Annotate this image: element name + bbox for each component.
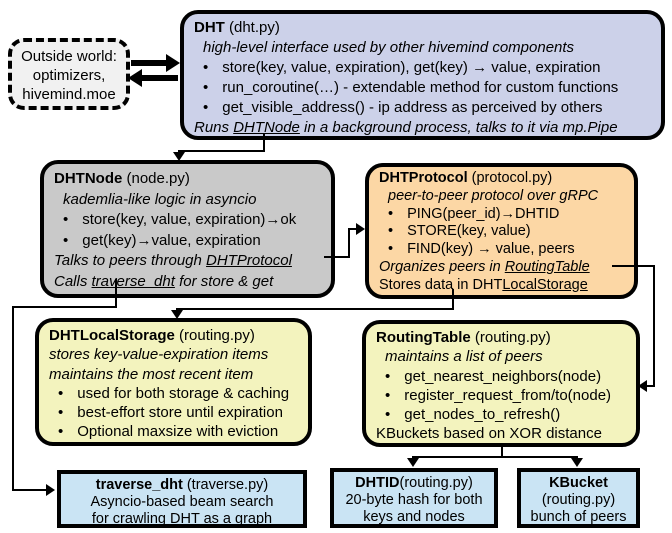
dhtprotocol-subtitle: peer-to-peer protocol over gRPC (388, 187, 599, 204)
routingtable-title: RoutingTable (routing.py) (376, 329, 551, 346)
dhtprotocol-note-2: Stores data in DHTLocalStorage (379, 276, 588, 293)
kbucket-line2: (routing.py) (541, 491, 616, 508)
dhtlocalstorage-subtitle-1: stores key-value-expiration items (49, 346, 269, 364)
traverse-dht-box: traverse_dht (traverse.py) Asyncio-based… (57, 470, 307, 528)
dhtprotocol-note-1: Organizes peers in RoutingTable (379, 258, 590, 275)
dhtid-line2: 20-byte hash for both (345, 491, 483, 508)
arrowhead-routingtable-to-dhtid (407, 458, 419, 467)
dht-bullet-2: run_coroutine(…) - extendable method for… (194, 78, 651, 98)
outside-world-box: Outside world: optimizers, hivemind.moe (8, 38, 130, 110)
dht-box: DHT (dht.py) high-level interface used b… (180, 10, 665, 140)
routingtable-bullet-1: get_nearest_neighbors(node) (376, 367, 626, 386)
dht-footer: Runs DHTNode in a background process, ta… (194, 119, 618, 136)
dhtid-box: DHTID(routing.py) 20-byte hash for both … (330, 468, 498, 528)
dhtlocalstorage-box: DHTLocalStorage (routing.py) stores key-… (35, 318, 312, 446)
routingtable-box: RoutingTable (routing.py) maintains a li… (362, 320, 640, 447)
outside-world-line2: optimizers, (32, 67, 106, 84)
outside-world-line1: Outside world: (21, 48, 117, 65)
dhtlocalstorage-bullet-2: best-effort store until expiration (49, 403, 298, 422)
routingtable-footer: KBuckets based on XOR distance (376, 425, 602, 443)
routingtable-bullet-3: get_nodes_to_refresh() (376, 405, 626, 424)
arrowhead-dht-to-dhtnode (173, 152, 185, 161)
dhtlocalstorage-bullet-3: Optional maxsize with eviction (49, 422, 298, 441)
dhtnode-subtitle: kademlia-like logic in asyncio (63, 190, 257, 208)
dhtprotocol-bullet-3: FIND(key) → value, peers (379, 241, 624, 259)
dht-bullet-3: get_visible_address() - ip address as pe… (194, 98, 651, 118)
arrowhead-dhtnode-to-traverse (46, 484, 55, 496)
routingtable-subtitle: maintains a list of peers (385, 348, 543, 366)
dhtlocalstorage-subtitle-2: maintains the most recent item (49, 365, 254, 383)
dhtprotocol-box: DHTProtocol (protocol.py) peer-to-peer p… (365, 163, 638, 299)
dhtlocalstorage-bullet-1: used for both storage & caching (49, 384, 298, 403)
arrowhead-dhtprotocol-to-routingtable (638, 380, 647, 392)
outside-world-line3: hivemind.moe (22, 86, 116, 103)
kbucket-box: KBucket (routing.py) bunch of peers (517, 468, 640, 528)
dhtnode-note-1: Talks to peers through DHTProtocol (54, 252, 292, 269)
dhtnode-bullet-1: store(key, value, expiration)→ok (54, 210, 321, 231)
dhtlocalstorage-title: DHTLocalStorage (routing.py) (49, 327, 255, 344)
dhtprotocol-title: DHTProtocol (protocol.py) (379, 170, 553, 186)
dhtprotocol-bullet-1: PING(peer_id)→DHTID (379, 206, 624, 224)
traverse-dht-line3: for crawling DHT as a graph (91, 510, 273, 527)
dhtprotocol-bullet-2: STORE(key, value) (379, 223, 624, 241)
arrowhead-dhtprotocol-to-dhtlocalstorage (171, 310, 183, 319)
kbucket-line3: bunch of peers (530, 508, 627, 525)
dhtnode-title: DHTNode (node.py) (54, 170, 190, 187)
dht-bullet-1: store(key, value, expiration), get(key) … (194, 58, 651, 78)
routingtable-bullet-2: register_request_from/to(node) (376, 386, 626, 405)
arrowhead-routingtable-to-kbucket (571, 458, 583, 467)
arrowhead-dhtnode-to-dhtprotocol (356, 223, 365, 235)
kbucket-title: KBucket (549, 475, 608, 491)
dhtnode-bullet-2: get(key)→value, expiration (54, 231, 321, 252)
dht-title: DHT (dht.py) (194, 19, 280, 36)
dhtnode-note-2: Calls traverse_dht for store & get (54, 272, 274, 290)
dhtid-line3: keys and nodes (363, 508, 465, 525)
dhtid-title: DHTID(routing.py) (355, 475, 473, 491)
dht-subtitle: high-level interface used by other hivem… (203, 39, 575, 56)
dhtnode-box: DHTNode (node.py) kademlia-like logic in… (40, 160, 335, 298)
traverse-dht-title: traverse_dht (traverse.py) (95, 477, 269, 493)
traverse-dht-line2: Asyncio-based beam search (90, 493, 274, 510)
